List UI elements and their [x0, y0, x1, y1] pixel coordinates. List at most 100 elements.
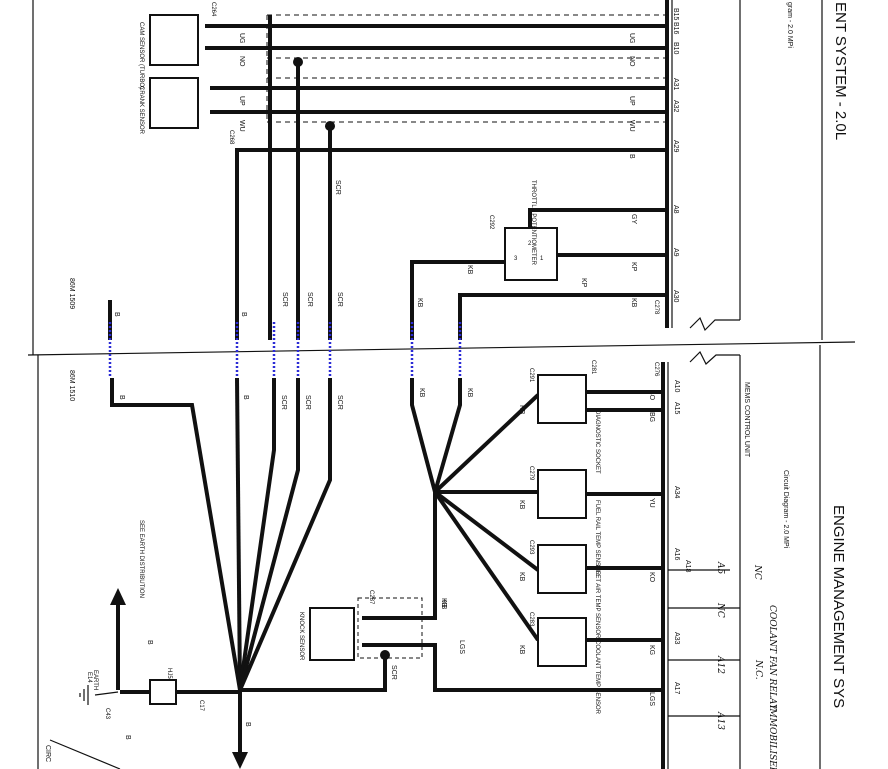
throttle-potentiometer: 1 2 3 THROTTLE POTENTIOMETER C292 [488, 180, 558, 281]
wire-color-label: KB [466, 388, 473, 398]
wire-color-label: LGS [648, 692, 655, 706]
wire-color-label: KB [518, 572, 525, 582]
wire-color-label: B [113, 312, 120, 317]
pin-label: A33 [673, 632, 680, 645]
earth-section: SEE EARTH DISTRIBUTION EARTH E14 HJ5 C17… [79, 520, 204, 740]
throttle-wires [410, 208, 667, 340]
svg-text:NC: NC [752, 564, 762, 580]
svg-text:C281: C281 [590, 360, 596, 375]
svg-text:N.C.: N.C. [753, 659, 763, 680]
svg-text:EARTH: EARTH [92, 670, 98, 690]
pin-label: A31 [672, 78, 679, 91]
pin-label: A16 [673, 548, 680, 561]
bottom-page-footer: CIRC [44, 745, 51, 762]
wire-color-label: KB [418, 388, 425, 398]
trunk-wires-bottom [110, 377, 390, 769]
svg-text:KNOCK SENSOR: KNOCK SENSOR [298, 612, 304, 661]
wire-color-label: NO [628, 56, 635, 67]
wire-color-label: SCR [306, 292, 313, 307]
trunk-wires-top [108, 15, 335, 340]
svg-text:C43: C43 [104, 708, 110, 720]
pin-label: B10 [672, 42, 679, 55]
svg-text:CAM SENSOR (TURBO): CAM SENSOR (TURBO) [138, 22, 144, 89]
pin-label: A17 [673, 682, 680, 695]
wire-color-label: UP [238, 96, 245, 106]
svg-text:C293: C293 [528, 540, 534, 555]
svg-text:E14: E14 [86, 672, 92, 683]
top-page-subtitle: gram - 2.0 MPi [786, 2, 793, 48]
ecu-label: MEMS CONTROL UNIT [743, 382, 750, 458]
bottom-page-subtitle: Circuit Diagram - 2.0 MPi [782, 470, 789, 549]
wire-color-label: SCR [336, 292, 343, 307]
wire-color-label: WU [238, 120, 245, 132]
svg-text:COOLANT TEMP SENSOR: COOLANT TEMP SENSOR [594, 640, 600, 715]
svg-text:A12: A12 [715, 655, 725, 674]
svg-text:3: 3 [514, 256, 518, 262]
svg-text:C292: C292 [488, 215, 494, 230]
knock-sensor: KNOCK SENSOR C287 [298, 590, 423, 661]
wire-color-label: KO [648, 572, 655, 583]
connector-label: C268 [228, 130, 234, 145]
svg-text:NC: NC [715, 602, 725, 618]
svg-text:B: B [124, 735, 131, 740]
svg-text:2: 2 [528, 241, 532, 247]
handwritten-notes: NC A5 COOLANT FAN RELAY NC N.C. A12 IMMO… [668, 561, 777, 769]
crank-sensor: CRANK SENSOR [138, 77, 199, 135]
wire-color-label: SCR [281, 292, 288, 307]
svg-text:HJ5: HJ5 [166, 668, 172, 679]
connector-label: C264 [210, 2, 216, 17]
pin-label: A18 [684, 560, 691, 573]
top-page-title: ENT SYSTEM - 2.0L [832, 2, 849, 140]
wire-color-label: KB [466, 265, 473, 275]
wire-color-label: KB [518, 405, 525, 415]
wire-color-label: SCR [304, 395, 311, 410]
wire-color-label: KP [580, 278, 587, 288]
ecu-connector-bottom: MEMS CONTROL UNIT [661, 350, 750, 769]
wire-color-label: SCR [280, 395, 287, 410]
diagnostic-socket: DIAGNOSTIC SOCKET C281 C291 [528, 360, 600, 474]
pin-label: A15 [673, 402, 680, 415]
wire-color-label: B [242, 395, 249, 400]
wire-color-label: B [118, 395, 125, 400]
wire-color-label: NO [238, 56, 245, 67]
wire-color-label: SCR [390, 665, 397, 680]
wire-color-label: KB [416, 298, 423, 308]
wire-color-label: SCR [334, 180, 341, 195]
wire-color-label: BO [648, 390, 655, 401]
pin-label: A32 [672, 100, 679, 113]
pin-label: B16 [672, 22, 679, 35]
svg-text:COOLANT FAN RELAY: COOLANT FAN RELAY [767, 605, 777, 711]
wire-color-label: KB [518, 645, 525, 655]
wire-color-label: WU [628, 120, 635, 132]
svg-text:1: 1 [540, 256, 544, 262]
page-join-marks [108, 322, 462, 378]
pin-label: B15 [672, 8, 679, 21]
wire-color-label: KB [518, 500, 525, 510]
pin-label: A30 [672, 290, 679, 303]
svg-text:THROTTLE POTENTIOMETER: THROTTLE POTENTIOMETER [530, 180, 536, 266]
wire-color-label: UG [238, 33, 245, 44]
coolant-temp-sensor: COOLANT TEMP SENSOR C283 [528, 612, 600, 715]
wire-color-label: YU [648, 498, 655, 508]
svg-text:C17: C17 [198, 700, 204, 712]
wire-color-label: KB [630, 298, 637, 308]
bottom-ecu-wires [362, 390, 663, 692]
wire-color-label: KB [440, 600, 447, 610]
connector-label: C276 [653, 362, 659, 377]
svg-text:B: B [146, 640, 153, 645]
svg-text:FUEL RAIL TEMP SENSOR: FUEL RAIL TEMP SENSOR [594, 500, 600, 576]
wire-color-label: B [628, 154, 635, 159]
wire-color-label: UP [628, 96, 635, 106]
top-wires [205, 14, 667, 152]
svg-text:A5: A5 [715, 561, 725, 574]
svg-text:SEE EARTH DISTRIBUTION: SEE EARTH DISTRIBUTION [138, 520, 144, 598]
wire-color-label: SCR [336, 395, 343, 410]
wire-color-label: GY [630, 214, 637, 224]
wire-color-label: UG [628, 33, 635, 44]
pin-label: A34 [673, 486, 680, 499]
connector-label: C278 [653, 300, 659, 315]
wire-color-label: LGS [458, 640, 465, 654]
wire-color-label: B [244, 722, 251, 727]
wire-color-label: KB [440, 598, 447, 608]
